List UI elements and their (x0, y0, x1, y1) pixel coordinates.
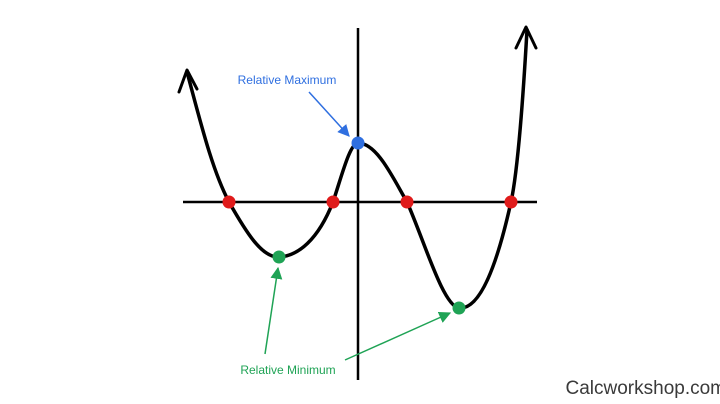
zero-point (222, 195, 236, 209)
relative-minimum-label: Relative Minimum (240, 363, 335, 377)
polynomial-curve (185, 28, 529, 310)
relative-maximum-label: Relative Maximum (238, 73, 337, 87)
relative-minimum-point (452, 301, 466, 315)
zero-point (400, 195, 414, 209)
left-end-arrow-icon (177, 68, 199, 94)
relative-minimum-point (272, 250, 286, 264)
right-end-arrow-icon (514, 25, 538, 50)
watermark-text: Calcworkshop.com (565, 378, 720, 399)
min-pointer-arrow-left (264, 266, 283, 355)
relative-maximum-point (351, 136, 365, 150)
zero-point (504, 195, 518, 209)
min-pointer-arrow-right (344, 311, 452, 361)
zero-point (326, 195, 340, 209)
max-pointer-arrow (308, 91, 350, 137)
